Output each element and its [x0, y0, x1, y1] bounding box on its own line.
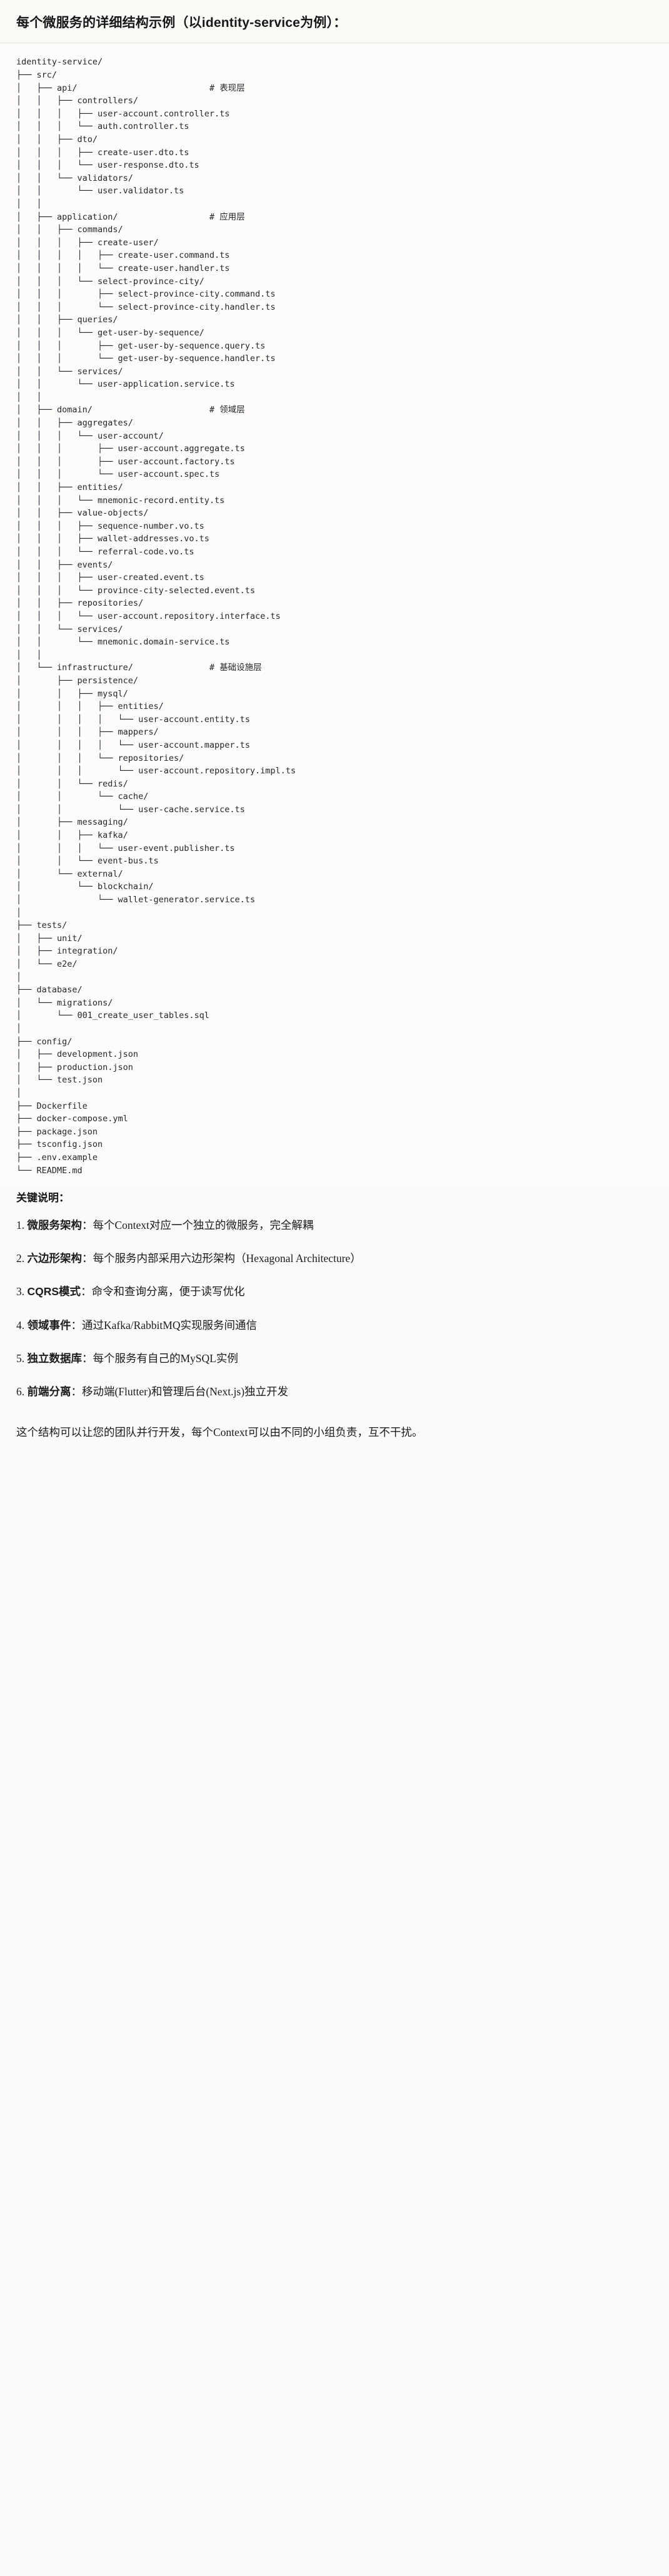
key-point-description: 每个Context对应一个独立的微服务，完全解耦	[93, 1218, 314, 1231]
key-points-list: 微服务架构：每个Context对应一个独立的微服务，完全解耦六边形架构：每个服务…	[16, 1217, 653, 1400]
key-point-description: 每个服务内部采用六边形架构（Hexagonal Architecture）	[93, 1252, 361, 1265]
document-page: 每个微服务的详细结构示例（以identity-service为例）： ident…	[0, 0, 669, 1457]
page-title: 每个微服务的详细结构示例（以identity-service为例）：	[16, 16, 347, 30]
key-point-description: 命令和查询分离，便于读写优化	[91, 1285, 245, 1298]
directory-tree-block: identity-service/ ├── src/ │ ├── api/ # …	[0, 43, 669, 1186]
key-point-description: 移动端(Flutter)和管理后台(Next.js)独立开发	[82, 1385, 289, 1398]
key-point-item: 六边形架构：每个服务内部采用六边形架构（Hexagonal Architectu…	[16, 1250, 653, 1266]
key-points-section: 关键说明： 微服务架构：每个Context对应一个独立的微服务，完全解耦六边形架…	[0, 1186, 669, 1419]
key-point-term: 领域事件	[27, 1318, 71, 1331]
key-point-separator: ：	[71, 1385, 83, 1398]
key-point-item: 领域事件：通过Kafka/RabbitMQ实现服务间通信	[16, 1317, 653, 1333]
key-point-item: 微服务架构：每个Context对应一个独立的微服务，完全解耦	[16, 1217, 653, 1233]
key-point-description: 每个服务有自己的MySQL实例	[93, 1352, 238, 1365]
document-header: 每个微服务的详细结构示例（以identity-service为例）：	[0, 0, 669, 43]
key-point-description: 通过Kafka/RabbitMQ实现服务间通信	[82, 1318, 257, 1331]
closing-paragraph: 这个结构可以让您的团队并行开发，每个Context可以由不同的小组负责，互不干扰…	[16, 1426, 423, 1439]
key-point-term: 微服务架构	[27, 1218, 83, 1231]
key-point-separator: ：	[71, 1318, 83, 1331]
directory-tree: identity-service/ ├── src/ │ ├── api/ # …	[16, 57, 296, 1176]
key-point-term: CQRS模式	[27, 1285, 81, 1298]
key-point-term: 六边形架构	[27, 1252, 83, 1265]
key-point-term: 前端分离	[27, 1385, 71, 1398]
key-point-separator: ：	[81, 1285, 92, 1298]
key-point-item: CQRS模式：命令和查询分离，便于读写优化	[16, 1283, 653, 1300]
key-point-item: 前端分离：移动端(Flutter)和管理后台(Next.js)独立开发	[16, 1383, 653, 1400]
key-point-separator: ：	[82, 1252, 93, 1265]
key-point-item: 独立数据库：每个服务有自己的MySQL实例	[16, 1350, 653, 1367]
key-point-separator: ：	[82, 1352, 93, 1365]
key-point-separator: ：	[82, 1218, 93, 1231]
key-point-term: 独立数据库	[27, 1352, 83, 1365]
key-points-title: 关键说明：	[16, 1192, 69, 1204]
